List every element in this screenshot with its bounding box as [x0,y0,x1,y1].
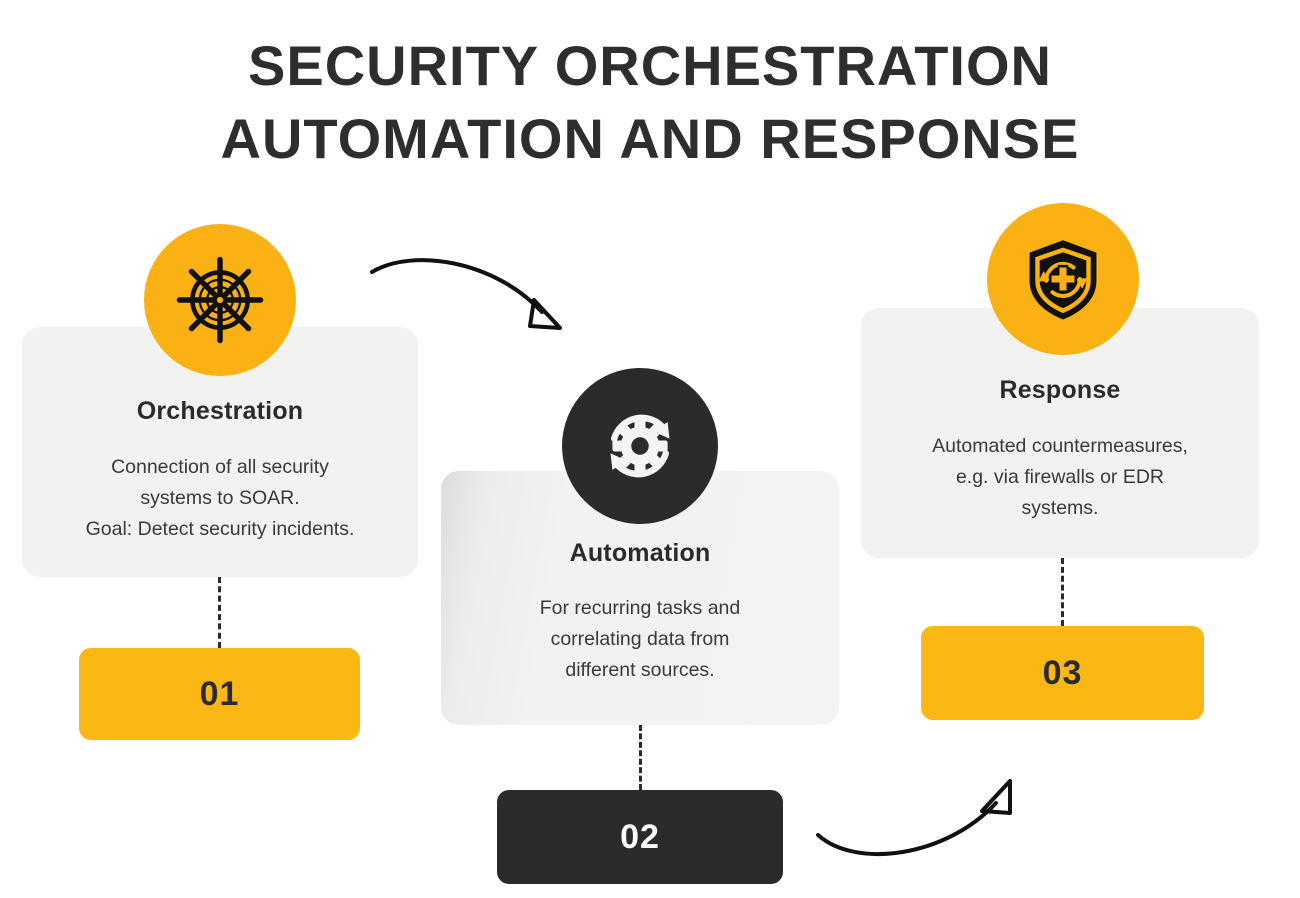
title-line-1: SECURITY ORCHESTRATION [248,34,1052,97]
badge-step-02[interactable]: 02 [497,790,783,884]
gear-refresh-icon [610,414,670,478]
card-description-automation: For recurring tasks and correlating data… [539,597,741,681]
arrow-orchestration-to-automation [370,258,562,330]
arrow-automation-to-response [816,779,1012,856]
shield-cross-refresh-icon [1029,240,1097,320]
connector-card-to-badge-01 [218,577,221,648]
ships-wheel-icon [176,256,264,344]
card-title-response: Response [999,376,1121,404]
badge-label-02: 02 [620,817,660,856]
page-title: SECURITY ORCHESTRATION AUTOMATION AND RE… [0,30,1300,176]
icon-circle-orchestration [144,224,296,376]
connector-card-to-badge-03 [1061,558,1064,626]
card-description-orchestration: Connection of all security systems to SO… [85,456,355,540]
badge-label-01: 01 [199,674,240,713]
icon-circle-response [987,203,1139,355]
badge-label-03: 03 [1042,653,1083,692]
badge-step-03[interactable]: 03 [921,626,1204,720]
badge-step-01[interactable]: 01 [79,648,360,740]
card-description-response: Automated countermeasures, e.g. via fire… [932,435,1188,519]
title-line-2: AUTOMATION AND RESPONSE [220,106,1080,170]
card-title-orchestration: Orchestration [136,397,304,425]
card-title-automation: Automation [569,539,711,567]
icon-circle-automation [562,368,718,524]
connector-card-to-badge-02 [639,725,642,790]
